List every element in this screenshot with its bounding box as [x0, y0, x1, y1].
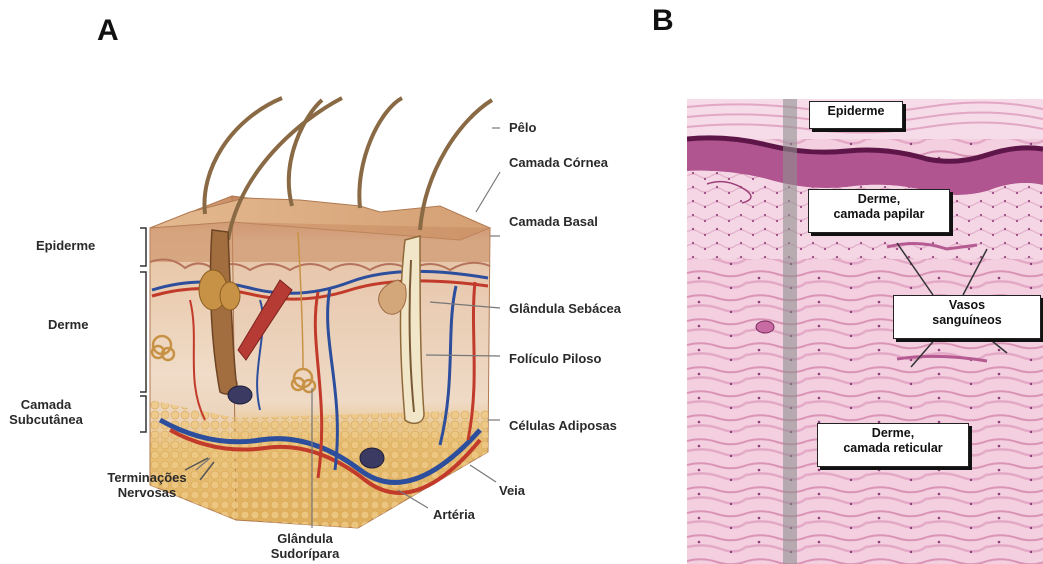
- label-terminacoes-line1: Terminações: [92, 470, 202, 485]
- label-glandula-sebacea: Glândula Sebácea: [509, 301, 621, 316]
- epidermis-band: [150, 222, 490, 262]
- hair-shaft: [359, 98, 402, 208]
- label-b-derme-reticular-line1: Derme,: [822, 426, 964, 441]
- vertical-artifact: [783, 99, 797, 564]
- label-box-derme-reticular: Derme, camada reticular: [817, 423, 969, 467]
- label-subcutanea-line2: Subcutânea: [6, 412, 86, 427]
- label-epiderme: Epiderme: [36, 238, 95, 253]
- label-celulas-adiposas: Células Adiposas: [509, 418, 617, 433]
- label-box-epiderme: Epiderme: [809, 101, 903, 129]
- label-camada-subcutanea: Camada Subcutânea: [6, 397, 86, 427]
- label-arteria: Artéria: [433, 507, 475, 522]
- label-b-derme-papilar-line1: Derme,: [813, 192, 945, 207]
- label-box-vasos: Vasos sanguíneos: [893, 295, 1041, 339]
- nerve-receptor: [228, 386, 252, 404]
- label-b-derme-reticular-line2: camada reticular: [822, 441, 964, 456]
- label-pelo: Pêlo: [509, 120, 536, 135]
- label-foliculo-piloso: Folículo Piloso: [509, 351, 601, 366]
- label-b-vasos-line2: sanguíneos: [898, 313, 1036, 328]
- label-camada-basal: Camada Basal: [509, 214, 598, 229]
- nerve-receptor: [360, 448, 384, 468]
- hair-shaft: [289, 100, 322, 206]
- label-glandula-sudoripara-line1: Glândula: [250, 531, 360, 546]
- label-derme: Derme: [48, 317, 88, 332]
- label-terminacoes-nervosas: Terminações Nervosas: [92, 470, 202, 500]
- label-b-epiderme: Epiderme: [814, 104, 898, 119]
- label-b-vasos-line1: Vasos: [898, 298, 1036, 313]
- label-glandula-sudoripara: Glândula Sudorípara: [250, 531, 360, 561]
- label-box-derme-papilar: Derme, camada papilar: [808, 189, 950, 233]
- label-veia: Veia: [499, 483, 525, 498]
- label-subcutanea-line1: Camada: [6, 397, 86, 412]
- panel-b-letter: B: [652, 4, 674, 38]
- label-terminacoes-line2: Nervosas: [92, 485, 202, 500]
- label-glandula-sudoripara-line2: Sudorípara: [250, 546, 360, 561]
- label-camada-cornea: Camada Córnea: [509, 155, 608, 170]
- label-b-derme-papilar-line2: camada papilar: [813, 207, 945, 222]
